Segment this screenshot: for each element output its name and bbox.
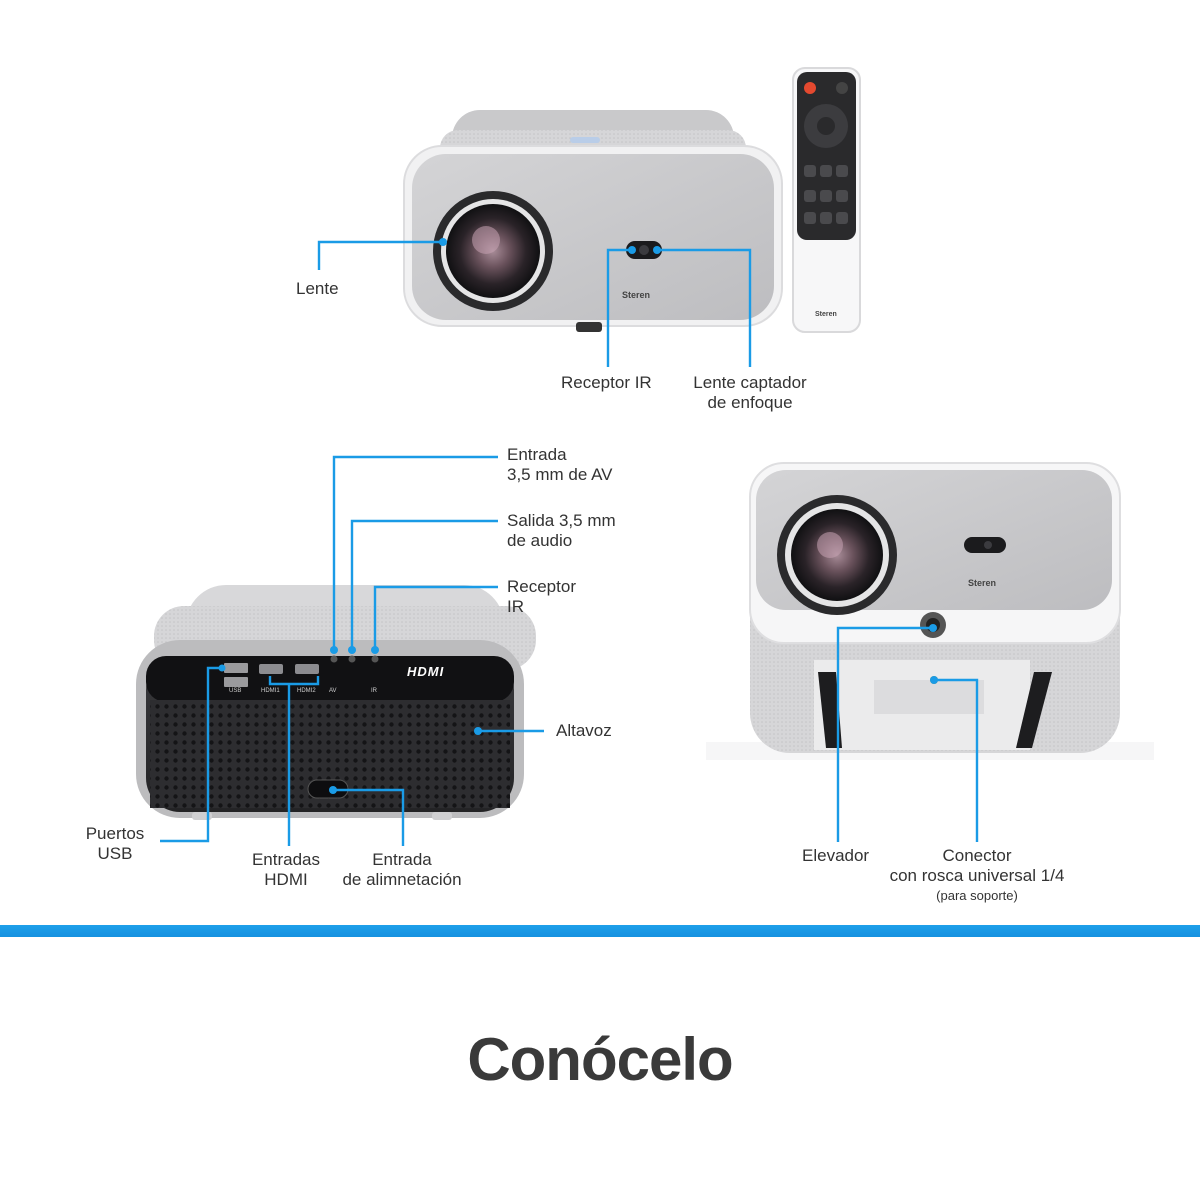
label-entrada-av-line2: 3,5 mm de AV: [507, 465, 613, 484]
label-receptor-ir-back-line1: Receptor: [507, 577, 576, 596]
callout-lines: [160, 240, 979, 846]
label-lente-captador: Lente captador de enfoque: [680, 373, 820, 413]
label-altavoz: Altavoz: [556, 721, 612, 740]
label-lente: Lente: [296, 279, 339, 298]
bottom-projector: [706, 462, 1154, 760]
port-label-usb: USB: [229, 688, 242, 694]
label-entradas-hdmi-line1: Entradas: [251, 850, 321, 869]
label-conector-line1: Conector: [942, 846, 1012, 865]
label-conector-line2: con rosca universal 1/4: [889, 866, 1065, 885]
label-entrada-alimentacion-line1: Entrada: [372, 850, 432, 869]
label-receptor-ir-front: Receptor IR: [561, 373, 652, 392]
label-entrada-av-line1: Entrada: [507, 445, 567, 464]
label-receptor-ir-back: Receptor IR: [507, 577, 576, 617]
brand-remote: Steren: [815, 311, 837, 318]
back-projector: [136, 585, 536, 820]
port-label-hdmi1: HDMI1: [261, 688, 280, 694]
label-entradas-hdmi: Entradas HDMI: [236, 850, 336, 890]
label-entrada-alimentacion: Entrada de alimnetación: [332, 850, 472, 890]
port-label-hdmi2: HDMI2: [297, 688, 316, 694]
page-title: Conócelo: [467, 1026, 733, 1093]
remote-control: [792, 67, 861, 333]
port-label-av: AV: [329, 688, 337, 694]
label-entrada-alimentacion-line2: de alimnetación: [342, 870, 462, 889]
label-puertos-usb: Puertos USB: [70, 824, 160, 864]
brand-front: Steren: [622, 290, 651, 300]
callout-dots: [218, 238, 938, 794]
label-salida-audio: Salida 3,5 mm de audio: [507, 511, 616, 551]
hdmi-logo: HDMI: [407, 664, 445, 679]
label-lente-captador-line1: Lente captador: [693, 373, 807, 392]
label-conector: Conector con rosca universal 1/4 (para s…: [872, 846, 1082, 906]
label-conector-line3: (para soporte): [936, 888, 1018, 903]
port-label-ir: IR: [371, 688, 377, 694]
label-receptor-ir-back-line2: IR: [507, 597, 524, 616]
label-puertos-usb-line2: USB: [97, 844, 133, 863]
brand-bottom-view: Steren: [968, 578, 997, 588]
label-puertos-usb-line1: Puertos: [85, 824, 145, 843]
label-elevador: Elevador: [802, 846, 870, 865]
label-entradas-hdmi-line2: HDMI: [264, 870, 308, 889]
blue-divider: [0, 925, 1200, 937]
label-salida-audio-line1: Salida 3,5 mm: [507, 511, 616, 530]
label-salida-audio-line2: de audio: [507, 531, 573, 550]
label-entrada-av: Entrada 3,5 mm de AV: [507, 445, 613, 485]
label-lente-captador-line2: de enfoque: [707, 393, 793, 412]
front-projector: [403, 110, 783, 332]
